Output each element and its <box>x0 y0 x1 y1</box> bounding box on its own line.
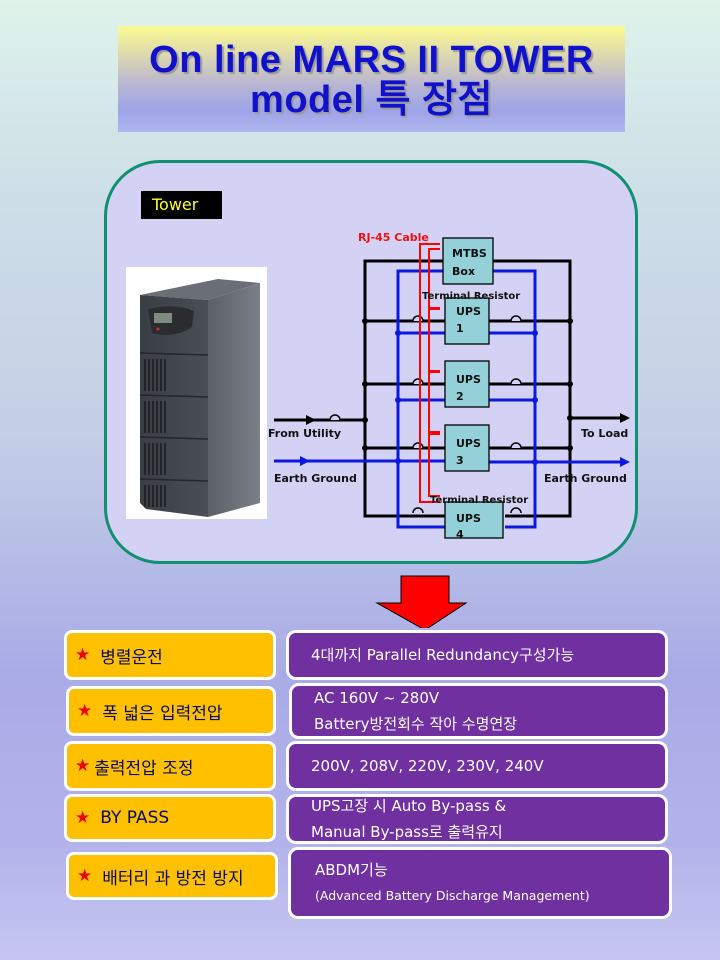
feature-label-bypass: ★ BY PASS <box>64 794 276 842</box>
feature-label-input-voltage: ★ 폭 넓은 입력전압 <box>66 686 276 736</box>
mtbs-box <box>442 237 494 285</box>
feature-label-text: BY PASS <box>100 808 170 828</box>
mtbs-label-1: MTBS <box>452 247 487 260</box>
feature-desc-bypass: UPS고장 시 Auto By-pass & Manual By-pass로 출… <box>286 794 668 844</box>
output-arrow <box>620 413 630 423</box>
rj45-cable <box>419 243 440 503</box>
terminal-resistor-bottom: Terminal Resistor <box>430 495 528 506</box>
title-line-2: model 특 장점 <box>250 79 493 121</box>
ups-tower-image <box>139 279 260 517</box>
feature-label-text: 폭 넓은 입력전압 <box>102 703 223 724</box>
feature-desc-output-voltage: 200V, 208V, 220V, 230V, 240V <box>286 741 668 791</box>
input-arrow <box>306 415 316 425</box>
earth-ground-right-label: Earth Ground <box>544 472 627 485</box>
feature-desc-battery: ABDM기능 (Advanced Battery Discharge Manag… <box>288 847 672 919</box>
ups-1-name: UPS <box>456 305 481 318</box>
title-banner: On line MARS II TOWER model 특 장점 <box>118 26 625 132</box>
earth-ground-left-label: Earth Ground <box>274 472 357 485</box>
mtbs-label-2: Box <box>452 265 475 278</box>
feature-label-parallel: ★ 병렬운전 <box>64 630 276 680</box>
feature-desc-parallel: 4대까지 Parallel Redundancy구성가능 <box>286 630 668 680</box>
star-icon: ★ <box>75 756 91 776</box>
ups-3-num: 3 <box>456 454 464 467</box>
to-load-label: To Load <box>581 427 628 440</box>
feature-desc-line: Battery방전회수 작아 수명연장 <box>314 715 518 733</box>
feature-label-output-voltage: ★ 출력전압 조정 <box>64 741 276 791</box>
ups-4-name: UPS <box>456 512 481 525</box>
star-icon: ★ <box>77 701 93 721</box>
ups-3-box <box>444 424 490 472</box>
ups-tower-photo <box>126 267 267 519</box>
down-arrow-icon <box>375 575 468 628</box>
star-icon: ★ <box>75 645 91 665</box>
feature-desc-input-voltage: AC 160V ~ 280V Battery방전회수 작아 수명연장 <box>289 683 668 739</box>
feature-desc-line: UPS고장 시 Auto By-pass & <box>311 797 507 815</box>
tower-label: Tower <box>141 191 222 219</box>
ups-2-box <box>444 360 490 408</box>
ups-1-num: 1 <box>456 322 464 335</box>
ups-2-num: 2 <box>456 390 464 403</box>
star-icon: ★ <box>77 866 93 886</box>
title-line-1: On line MARS II TOWER <box>149 39 594 81</box>
feature-desc-line: Manual By-pass로 출력유지 <box>311 823 503 841</box>
feature-desc-line: (Advanced Battery Discharge Management) <box>315 888 590 903</box>
power-bus <box>274 259 620 518</box>
from-utility-label: From Utility <box>268 427 341 440</box>
feature-label-text: 병렬운전 <box>100 647 163 668</box>
feature-label-text: 출력전압 조정 <box>94 758 194 779</box>
feature-label-battery: ★ 배터리 과 방전 방지 <box>66 852 278 900</box>
feature-label-text: 배터리 과 방전 방지 <box>102 868 244 889</box>
feature-desc-line: AC 160V ~ 280V <box>314 689 440 707</box>
feature-desc-line: 4대까지 Parallel Redundancy구성가능 <box>311 646 575 664</box>
feature-desc-line: ABDM기능 <box>315 861 388 879</box>
cable-label: RJ-45 Cable <box>358 231 429 244</box>
terminal-resistor-top: Terminal Resistor <box>422 291 520 302</box>
breaker-icons <box>329 315 522 514</box>
ups-4-num: 4 <box>456 528 464 541</box>
ups-2-name: UPS <box>456 373 481 386</box>
feature-desc-line: 200V, 208V, 220V, 230V, 240V <box>311 757 544 775</box>
star-icon: ★ <box>75 808 91 828</box>
ups-1-box <box>444 297 490 345</box>
ups-4-box <box>444 501 504 539</box>
ups-3-name: UPS <box>456 437 481 450</box>
